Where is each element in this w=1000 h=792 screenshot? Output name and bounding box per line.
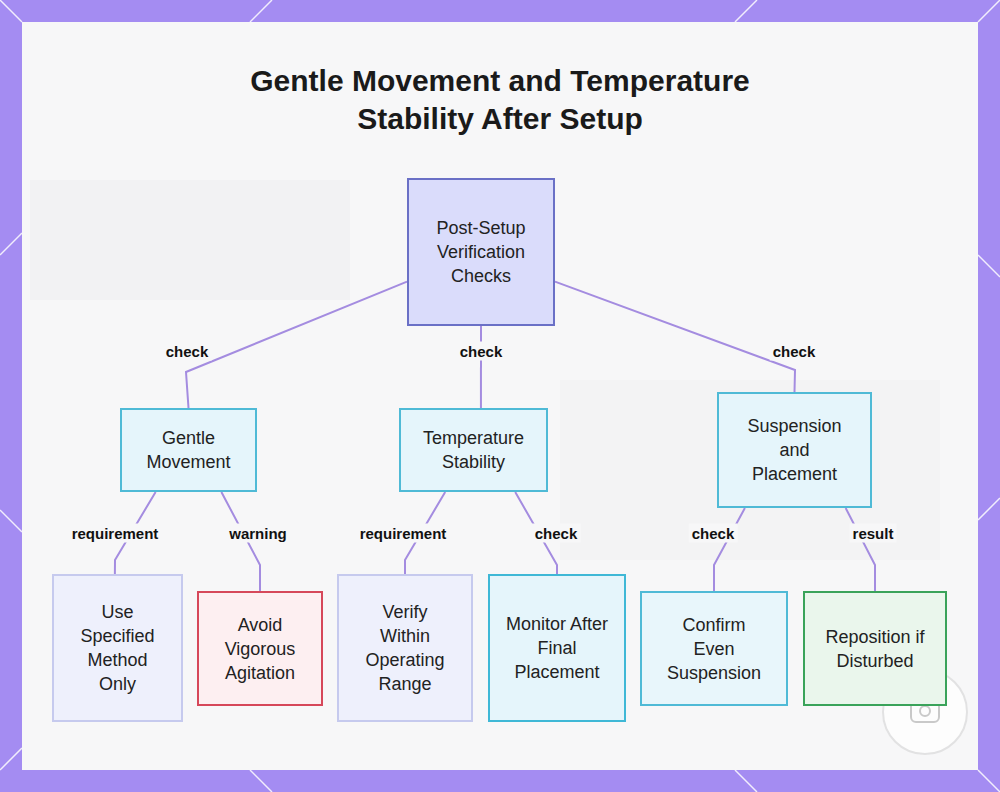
edge-label: check <box>457 342 506 361</box>
blurred-photo <box>30 180 350 300</box>
edge-label: warning <box>226 524 290 543</box>
panel <box>22 22 978 770</box>
edge-label: check <box>770 342 819 361</box>
edge-label: requirement <box>69 524 162 543</box>
category-box: Suspension and Placement <box>717 392 872 508</box>
category-box: Gentle Movement <box>120 408 257 492</box>
connector-line <box>714 508 745 591</box>
node-label: Monitor After Final Placement <box>498 612 616 684</box>
diagram-title: Gentle Movement and Temperature Stabilit… <box>220 62 780 138</box>
edge-label: check <box>163 342 212 361</box>
edge-label: result <box>850 524 897 543</box>
result-box: Reposition if Disturbed <box>803 591 947 706</box>
node-label: Suspension and Placement <box>740 414 850 486</box>
check-box: Monitor After Final Placement <box>488 574 626 722</box>
warning-box: Avoid Vigorous Agitation <box>197 591 323 706</box>
node-label: Verify Within Operating Range <box>357 600 453 696</box>
node-label: Temperature Stability <box>409 426 539 474</box>
category-box: Temperature Stability <box>399 408 548 492</box>
root-box: Post-Setup Verification Checks <box>407 178 555 326</box>
node-label: Reposition if Disturbed <box>825 625 925 673</box>
connector-line <box>480 326 482 408</box>
check-box: Confirm Even Suspension <box>640 591 788 706</box>
connector-line <box>846 508 875 591</box>
node-label: Use Specified Method Only <box>70 600 166 696</box>
requirement-box: Use Specified Method Only <box>52 574 183 722</box>
node-label: Avoid Vigorous Agitation <box>210 613 310 685</box>
edge-label: check <box>689 524 738 543</box>
node-label: Confirm Even Suspension <box>664 613 764 685</box>
node-label: Gentle Movement <box>129 426 249 474</box>
requirement-box: Verify Within Operating Range <box>337 574 473 722</box>
connector-line <box>186 282 407 408</box>
connector-line <box>555 282 795 392</box>
edge-label: check <box>532 524 581 543</box>
blurred-photo <box>560 380 940 560</box>
node-label: Post-Setup Verification Checks <box>429 216 533 288</box>
edge-label: requirement <box>357 524 450 543</box>
